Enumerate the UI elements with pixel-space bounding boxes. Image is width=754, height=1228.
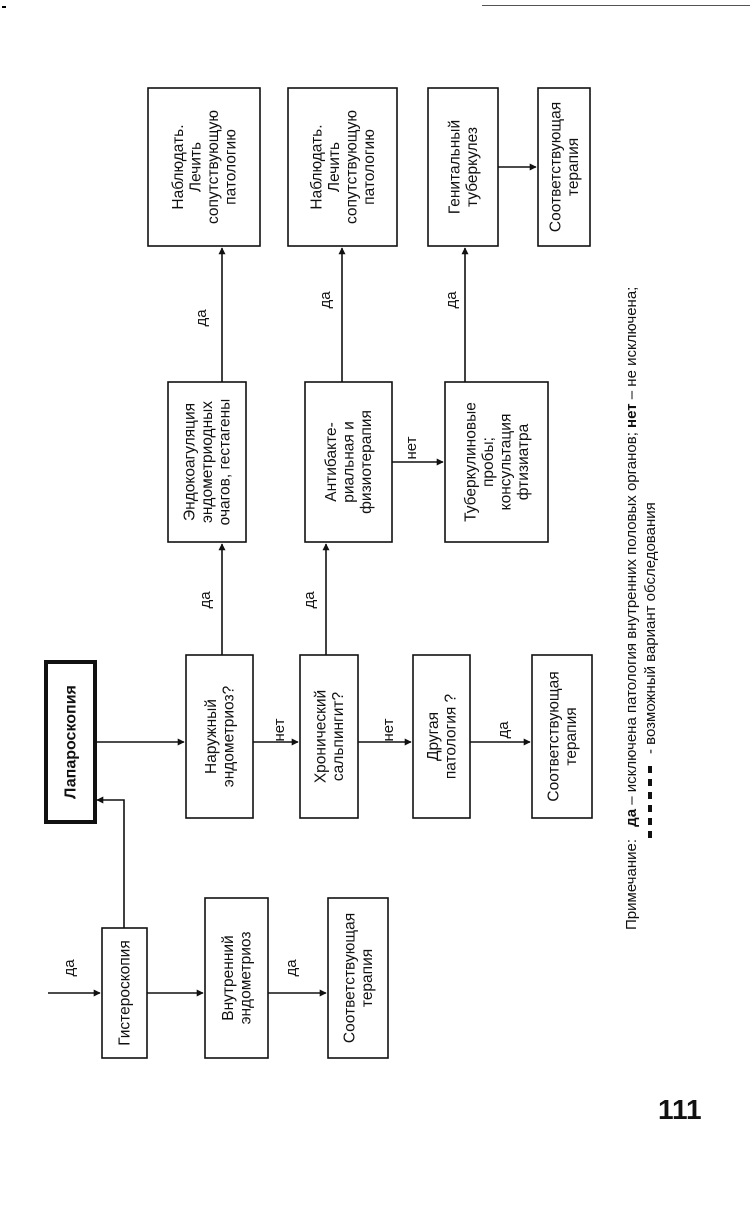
node-box — [147, 87, 261, 247]
edge-label-yes-internal: да — [283, 959, 300, 977]
node-chronic-salpingitis-q: Хроническийсальпингит? — [299, 654, 359, 819]
node-box — [185, 654, 254, 819]
edge-label-yes-antibact: да — [301, 591, 318, 609]
node-observe-1: Наблюдать.Лечитьсопутствующуюпатологию — [147, 87, 261, 247]
note-dashed-text: - возможный вариант обследования — [642, 502, 659, 754]
edge-label-yes-observe1: да — [193, 309, 210, 327]
node-box — [531, 654, 593, 819]
node-box — [287, 87, 398, 247]
node-label: Туберкулиновыепробы;консультацияфтизиатр… — [462, 402, 532, 522]
node-label: Лапароскопия — [63, 685, 80, 799]
edge-hysteroscopy-to-laparoscopy — [96, 796, 125, 928]
edge-label-yes-observe2: да — [317, 291, 334, 309]
node-label: Антибакте-риальная ифизиотерапия — [323, 410, 375, 514]
note-yes-text: – исключена патология внутренних половых… — [623, 428, 640, 805]
node-box — [204, 897, 269, 1059]
edge-label-yes-tb: да — [443, 291, 460, 309]
node-label: Генитальныйтуберкулез — [446, 120, 481, 214]
node-antibacterial: Антибакте-риальная ифизиотерапия — [304, 381, 393, 543]
node-label: Другаяпатология ? — [425, 693, 460, 779]
node-label: Соответствующаятерапия — [341, 913, 376, 1043]
node-therapy-other: Соответствующаятерапия — [531, 654, 593, 819]
note-no-term: нет — [623, 403, 640, 428]
node-internal-endometriosis: Внутреннийэндометриоз — [204, 897, 269, 1059]
node-therapy-tb: Соответствующаятерапия — [537, 87, 591, 247]
note-no-text: – не исключена; — [623, 287, 640, 400]
note-yes-term: да — [623, 808, 640, 827]
node-label: Соответствующаятерапия — [545, 671, 580, 801]
node-label: Наблюдать.Лечитьсопутствующуюпатологию — [308, 110, 378, 224]
node-label: Наружныйэндометриоз? — [203, 685, 238, 787]
node-box — [444, 381, 549, 543]
node-label: Гистероскопия — [117, 940, 134, 1046]
node-hysteroscopy: Гистероскопия — [101, 927, 148, 1059]
flowchart-edges — [48, 163, 537, 997]
svg-text:Примечание: да –: Примечание: да – исключена патология вну… — [623, 287, 640, 930]
note-prefix: Примечание: — [623, 839, 640, 930]
node-laparoscopy: Лапароскопия — [44, 660, 97, 824]
node-box — [44, 660, 97, 824]
node-label: Эндокоагуляцияэндометриодныхочагов, гест… — [182, 399, 234, 526]
edge-label-no-tuberculin: нет — [403, 436, 420, 459]
node-box — [299, 654, 359, 819]
node-tuberculin-tests: Туберкулиновыепробы;консультацияфтизиатр… — [444, 381, 549, 543]
page-edge-mark — [2, 6, 6, 8]
node-label: Хроническийсальпингит? — [312, 690, 347, 783]
node-label: Наблюдать.Лечитьсопутствующуюпатологию — [170, 110, 240, 224]
node-box — [167, 381, 247, 543]
node-therapy-internal: Соответствующаятерапия — [327, 897, 389, 1059]
node-label: Внутреннийэндометриоз — [220, 932, 255, 1025]
node-external-endometriosis-q: Наружныйэндометриоз? — [185, 654, 254, 819]
footnote: Примечание: да – исключена патология вну… — [623, 287, 659, 930]
node-box — [327, 897, 389, 1059]
node-box — [427, 87, 499, 247]
node-box — [101, 927, 148, 1059]
node-label: Соответствующаятерапия — [547, 102, 582, 232]
node-genital-tb: Генитальныйтуберкулез — [427, 87, 499, 247]
edge-label-yes-entry: да — [61, 959, 78, 977]
page-number: 111 — [658, 1094, 702, 1125]
flowchart-edge-labels: да да нет нет да да да да да нет да — [61, 291, 512, 977]
edge-label-no-external: нет — [271, 718, 288, 741]
edge-label-yes-other: да — [495, 721, 512, 739]
node-other-pathology-q: Другаяпатология ? — [412, 654, 471, 819]
node-box — [412, 654, 471, 819]
node-box — [537, 87, 591, 247]
node-observe-2: Наблюдать.Лечитьсопутствующуюпатологию — [287, 87, 398, 247]
edge-label-no-salpingitis: нет — [380, 718, 397, 741]
edge-label-yes-endocoag: да — [197, 591, 214, 609]
node-endocoagulation: Эндокоагуляцияэндометриодныхочагов, гест… — [167, 381, 247, 543]
node-box — [304, 381, 393, 543]
top-rule — [482, 5, 750, 6]
